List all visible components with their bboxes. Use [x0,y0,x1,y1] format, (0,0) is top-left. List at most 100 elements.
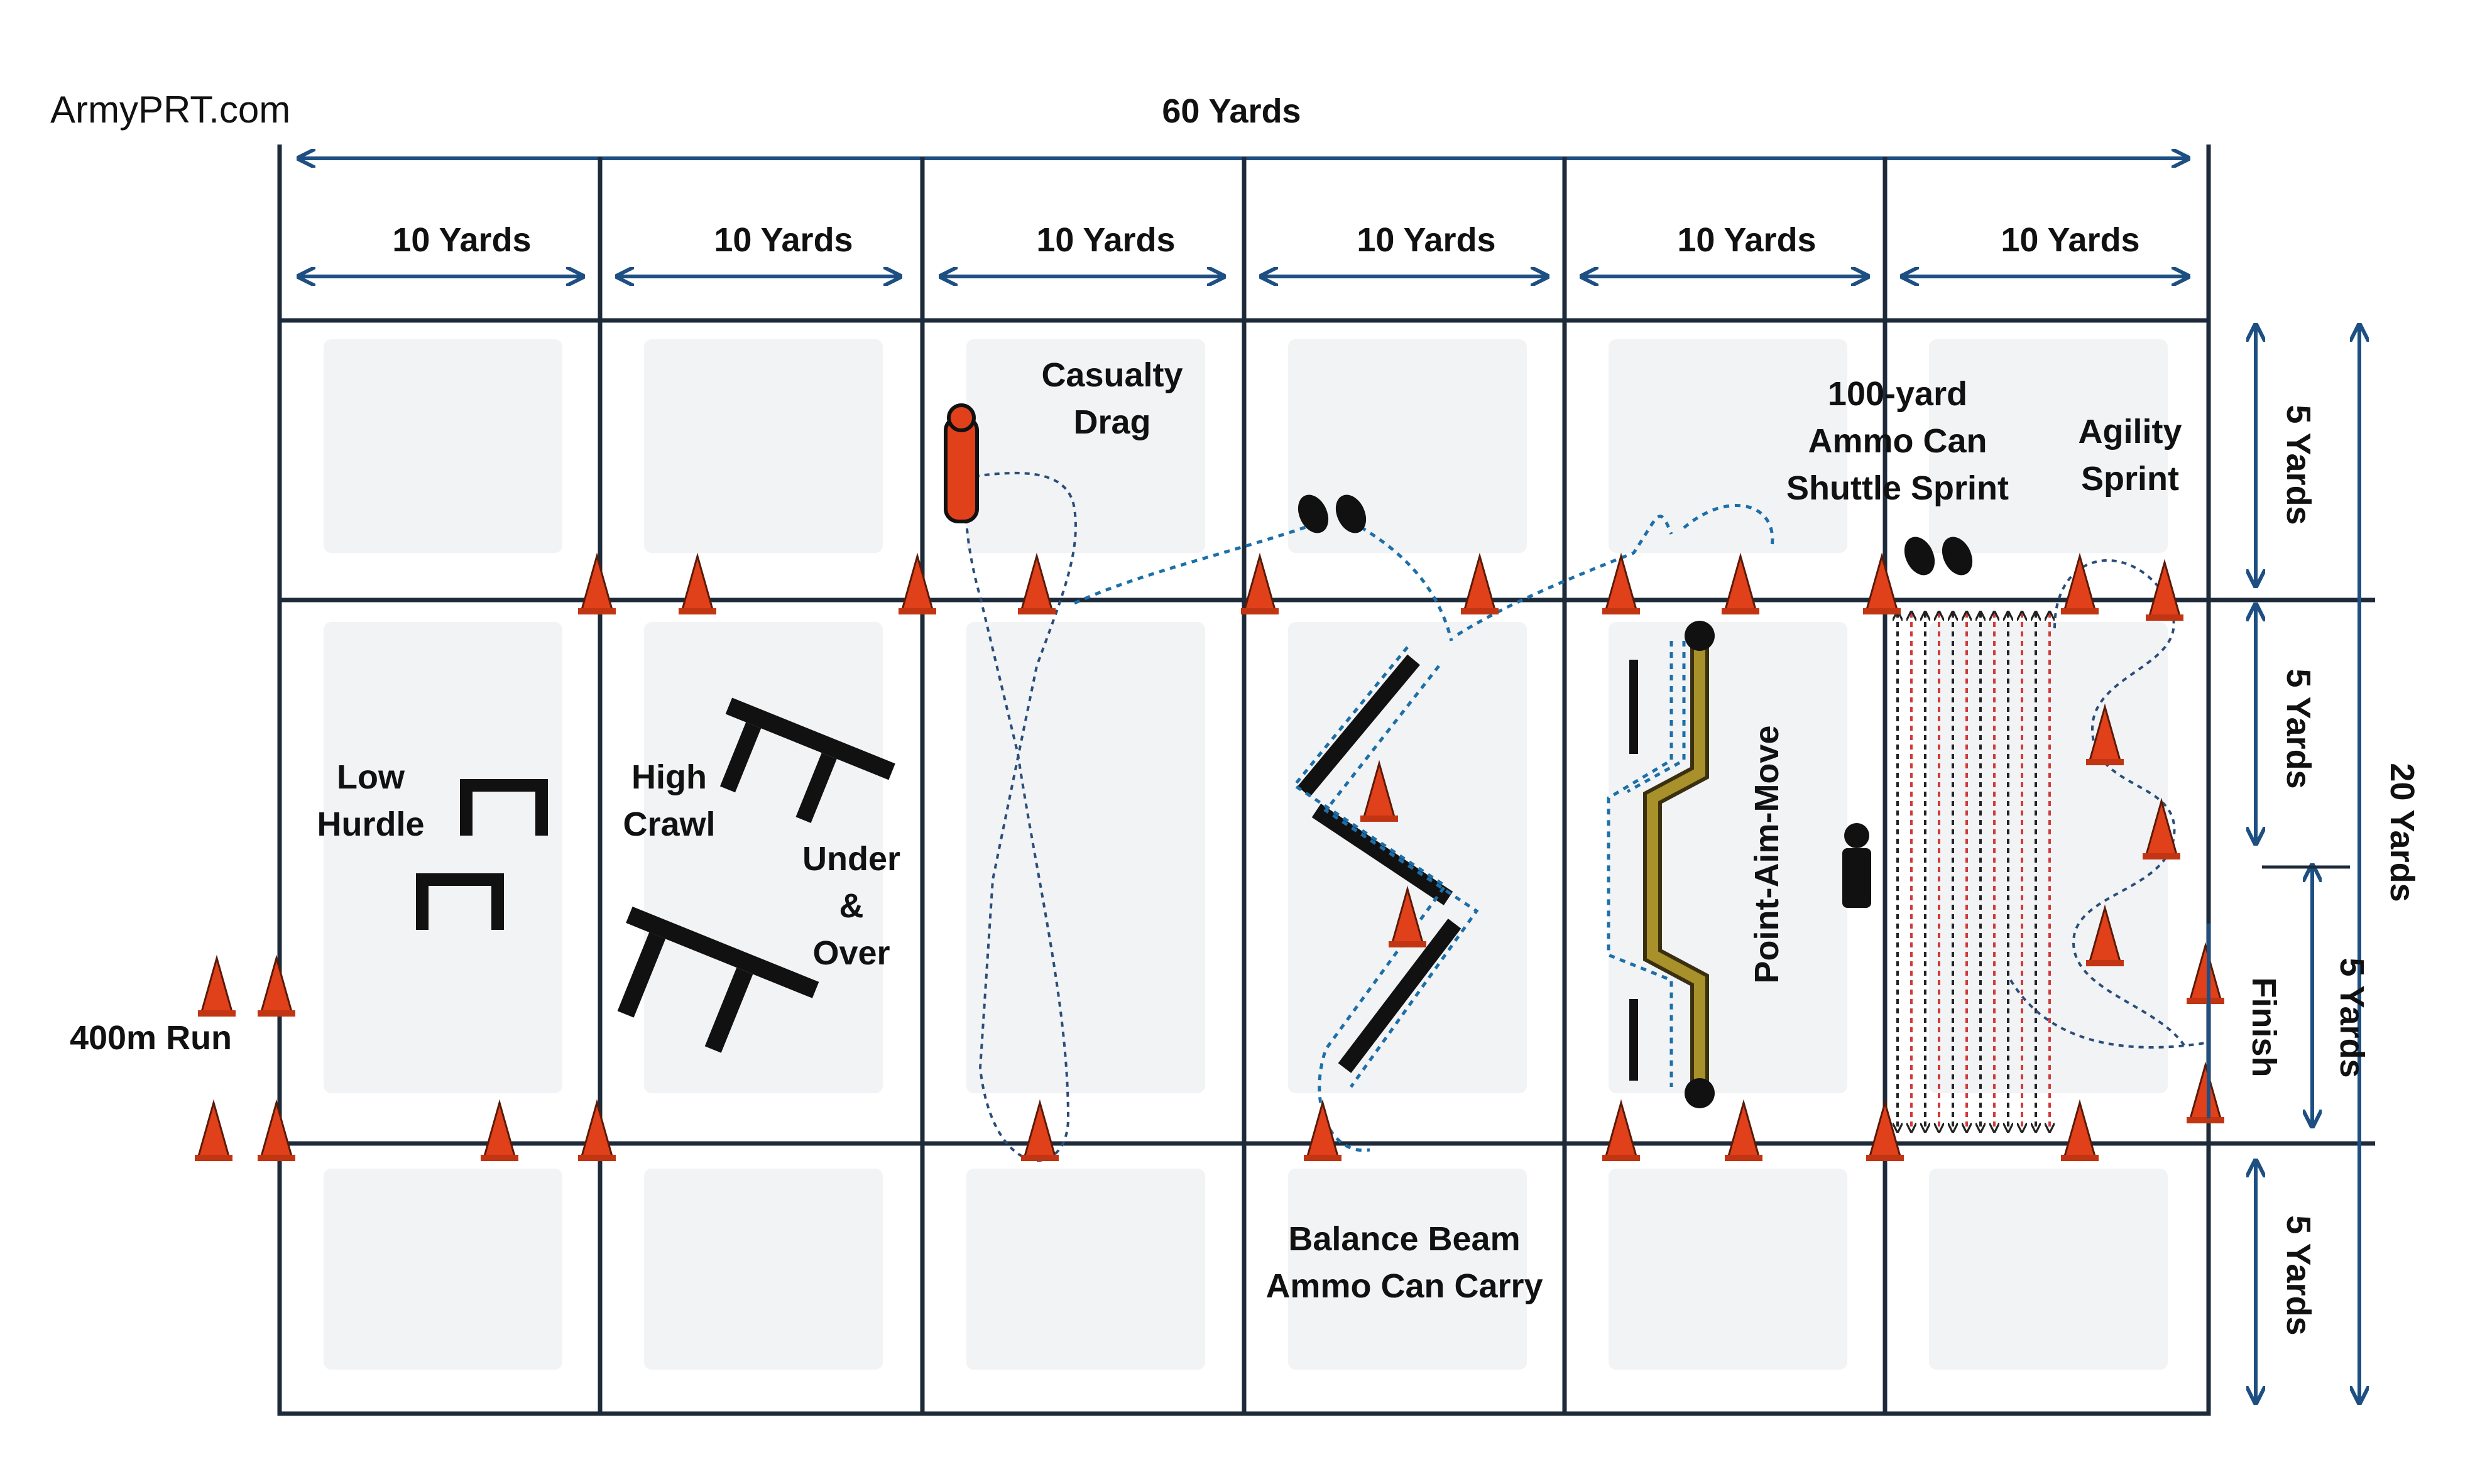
cone-icon [1605,1099,1637,1157]
field-pad [1929,339,2168,553]
overall-width-dimension: 60 Yards [300,92,2187,158]
cone-icon [260,1099,293,1157]
casualty-drag-label: Casualty [1041,356,1183,394]
cone-icon [2189,1061,2222,1120]
station-labels: 400m Run Low Hurdle High Crawl Under & O… [70,356,2283,1305]
cone-base [2187,1117,2224,1123]
column-width-label: 10 Yards [1677,221,1816,259]
cone-base [481,1155,518,1161]
field-pad [1609,1169,1847,1370]
point-aim-move-obstacle [1607,621,1715,1108]
depth-dimensions: 5 Yards 5 Yards 5 Yards 5 Yards 20 Yards [2256,327,2421,1401]
cone-base [2146,614,2183,621]
crawl-frame-obstacle [617,697,895,1053]
depth-segment-label: 5 Yards [2280,1215,2317,1335]
under-over-label: Over [812,934,890,972]
cone-base [1722,608,1759,614]
point-aim-move-label: Point-Aim-Move [1748,726,1786,984]
cone-icon [901,552,934,611]
shuttle-sprint-lanes [1898,613,2050,1131]
cone-base [2086,759,2124,765]
agility-sprint-label: Agility [2078,413,2182,450]
cone-icon [2063,552,2096,611]
under-over-label: & [839,887,864,925]
column-width-label: 10 Yards [1036,221,1175,259]
cone-base [578,608,616,614]
under-over-label: Under [802,840,900,878]
cone-base [2143,853,2180,859]
cone-base [1863,608,1901,614]
column-width-dimensions: 10 Yards 10 Yards 10 Yards 10 Yards 10 Y… [300,221,2187,276]
field-pad [644,339,883,553]
cone-base [258,1155,295,1161]
depth-segment-label: 5 Yards [2333,958,2371,1078]
cone-icon [2063,1099,2096,1157]
cone-icon [1243,552,1276,611]
cone-base [1360,816,1398,822]
cone-icon [197,1099,230,1157]
field-pad [966,339,1205,553]
cone-icon [681,552,714,611]
high-crawl-label: High [631,758,707,796]
cone-icon [1306,1099,1339,1157]
cone-base [2061,1155,2099,1161]
high-crawl-label: Crawl [623,805,715,843]
field-pad [324,1169,562,1370]
field-pad [644,1169,883,1370]
field-pad [1288,622,1527,1093]
field-pad [324,622,562,1093]
casualty-dummy [944,403,979,523]
field-pad [1609,339,1847,553]
cone-base [2086,960,2124,966]
cone-icon [260,954,293,1013]
traffic-cones [195,552,2224,1161]
shuttle-sprint-label: Ammo Can [1808,422,1987,460]
column-width-label: 10 Yards [1357,221,1495,259]
low-hurdle-obstacle [416,779,548,930]
ammo-can-icon [1298,494,1973,576]
target-silhouette-icon [1842,823,1871,908]
low-hurdle-label: Hurdle [317,805,424,843]
shuttle-sprint-label: 100-yard [1828,375,1967,413]
cone-base [1866,1155,1904,1161]
cone-base [1021,1155,1059,1161]
finish-label: Finish [2245,978,2283,1078]
cone-base [1018,608,1056,614]
field-pad [324,339,562,553]
agility-sprint-route [2009,559,2206,1050]
casualty-drag-label: Drag [1073,403,1150,441]
overall-width-label: 60 Yards [1162,92,1301,130]
field-pad [966,622,1205,1093]
cone-base [1304,1155,1341,1161]
field-pad [966,1169,1205,1370]
field-pad [1288,1169,1527,1370]
cone-base [1241,608,1279,614]
field-background-pads [324,339,2168,1370]
watermark: ArmyPRT.com [50,89,290,131]
casualty-drag-route [963,471,1077,1162]
field-pad [1609,622,1847,1093]
cone-icon [1020,552,1053,611]
cone-base [1461,608,1499,614]
cone-icon [581,1099,613,1157]
cone-icon [483,1099,516,1157]
column-width-label: 10 Yards [714,221,853,259]
cone-icon [1869,1099,1901,1157]
cone-icon [1605,552,1637,611]
cone-icon [2189,942,2222,1000]
shuttle-sprint-label: Shuttle Sprint [1786,469,2009,507]
column-width-label: 10 Yards [392,221,531,259]
cone-icon [1727,1099,1760,1157]
cone-base [198,1010,236,1017]
column-width-label: 10 Yards [2001,221,2139,259]
balance-beam-label: Balance Beam [1288,1220,1520,1258]
depth-segment-label: 5 Yards [2280,405,2317,525]
agility-sprint-label: Sprint [2081,460,2179,498]
cone-icon [1463,552,1496,611]
balance-beam-label: Ammo Can Carry [1265,1267,1543,1305]
cone-icon [1866,552,1898,611]
cone-icon [581,552,613,611]
cone-base [258,1010,295,1017]
cone-icon [2148,559,2181,617]
